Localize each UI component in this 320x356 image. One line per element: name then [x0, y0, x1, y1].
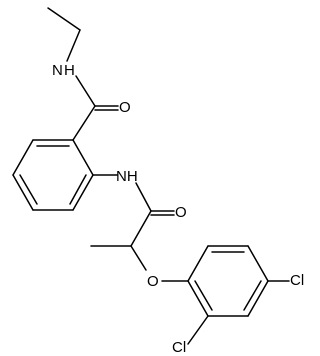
- bond-nh-carbonyl: [75, 75, 96, 107]
- atom-chlorine-right: Cl: [290, 272, 304, 289]
- benzene-bond-5-inner: [69, 174, 87, 205]
- atom-oxygen-middle: O: [175, 204, 187, 221]
- dichloro-bond-6-inner: [194, 280, 213, 311]
- bond-ring-cl-bottom: [187, 315, 209, 345]
- benzene-bond-6: [72, 139, 94, 176]
- atom-chlorine-bottom: Cl: [172, 339, 186, 356]
- atom-nh-middle: NH: [116, 168, 138, 185]
- atom-hydrogen-top: H: [64, 62, 75, 79]
- bond-nh-amide: [135, 182, 152, 212]
- benzene-bond-3: [12, 174, 34, 211]
- bond-ethyl-1: [47, 7, 81, 31]
- bond-alpha-ether: [130, 245, 147, 271]
- atom-nitrogen-top: N: [52, 62, 63, 79]
- dichloro-bond-3: [247, 245, 269, 282]
- dichloro-bond-4-inner: [243, 280, 262, 311]
- dichloro-bond-6: [187, 280, 209, 317]
- bond-amide-alpha: [130, 210, 152, 247]
- benzene-bond-3-inner: [19, 174, 38, 205]
- benzene-bond-5: [72, 174, 94, 211]
- benzene-bond-2: [12, 139, 34, 176]
- bond-ethyl-2: [66, 29, 81, 62]
- atom-ether-oxygen: O: [147, 273, 159, 290]
- dichloro-bond-1: [187, 245, 209, 282]
- atom-oxygen-top: O: [119, 99, 131, 116]
- dichloro-bond-4: [247, 280, 269, 317]
- bond-carbonyl-ring: [72, 105, 96, 141]
